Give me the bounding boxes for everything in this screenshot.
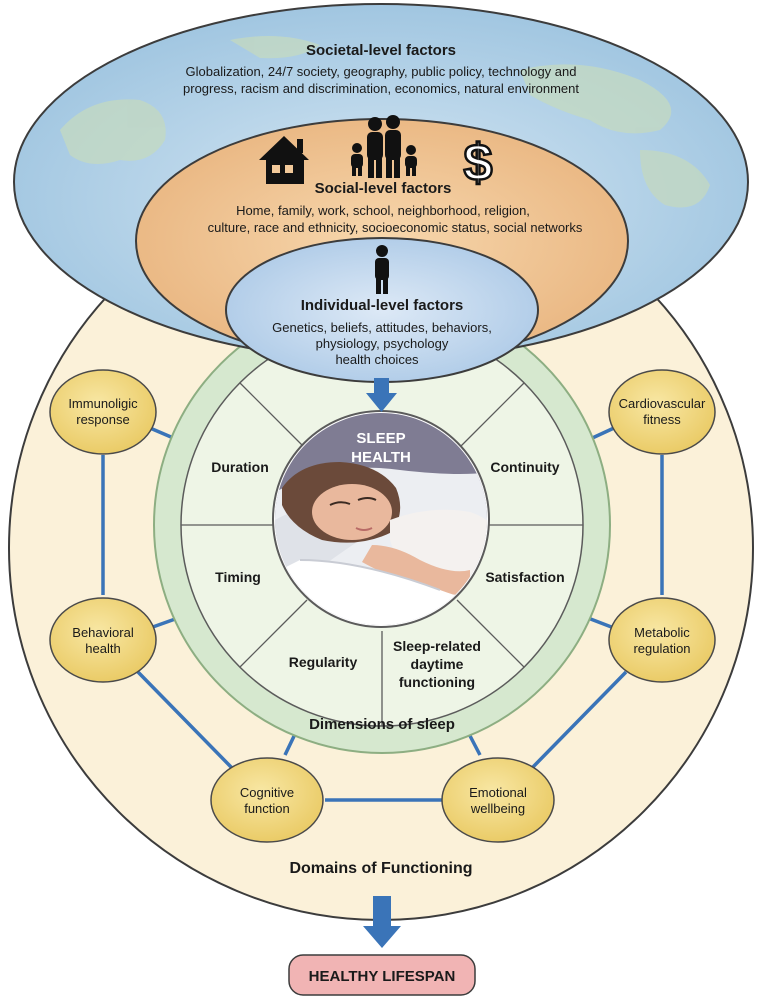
dimensions-title: Dimensions of sleep [309,716,455,733]
arrow-to-outcome [363,896,401,948]
sleep-health-line1: SLEEP [356,430,405,447]
outcome-box [288,954,476,996]
connector-metabolic-emotional [530,670,628,770]
dimension-continuity: Continuity [490,459,559,475]
node-metabolic-line2: regulation [633,641,690,656]
sleep-health-portrait [272,410,490,628]
node-behavioral-line2: health [85,641,120,656]
node-cognitive [210,757,324,843]
dollar-icon: $ [462,133,494,194]
social-title: Social-level factors [315,180,452,197]
node-metabolic [608,597,716,683]
node-behavioral [49,597,157,683]
node-emotional-line1: Emotional [469,785,527,800]
connector-metabolic-dimensions [587,616,615,630]
node-emotional-line2: wellbeing [470,801,525,816]
individual-line2: physiology, psychology [316,336,449,351]
house-icon [259,136,309,184]
sleep-health-line2: HEALTH [351,449,411,466]
dimension-satisfaction: Satisfaction [485,569,564,585]
svg-text:$: $ [464,134,493,192]
node-immunologic-line2: response [76,412,129,427]
societal-line2: progress, racism and discrimination, eco… [183,81,579,96]
domain-nodes [49,369,716,843]
family-icon [351,115,417,178]
person-icon [375,245,389,294]
individual-title: Individual-level factors [301,297,464,314]
connector-behavioral-cognitive [136,670,234,770]
dimension-daytime-line2: daytime [411,656,464,672]
dimension-regularity: Regularity [289,654,358,670]
node-cardio-line2: fitness [643,412,681,427]
dimension-timing: Timing [215,569,261,585]
node-cognitive-line1: Cognitive [240,785,294,800]
outcome-label: HEALTHY LIFESPAN [309,968,456,985]
globe-landmasses [60,36,710,208]
dimension-daytime-line1: Sleep-related [393,638,481,654]
societal-line1: Globalization, 24/7 society, geography, … [186,64,577,79]
individual-line1: Genetics, beliefs, attitudes, behaviors, [272,320,492,335]
node-cardiovascular [608,369,716,455]
node-cardio-line1: Cardiovascular [619,396,706,411]
dimension-dividers [181,382,583,726]
societal-title: Societal-level factors [306,42,456,59]
node-immunologic [49,369,157,455]
connector-behavioral-dimensions [149,616,179,630]
dimension-duration: Duration [211,459,269,475]
node-emotional [441,757,555,843]
individual-line3: health choices [335,352,419,367]
node-immunologic-line1: Immunoligic [68,396,138,411]
arrow-to-sleep-health [366,378,397,412]
node-cognitive-line2: function [244,801,290,816]
social-line2: culture, race and ethnicity, socioeconom… [208,220,583,235]
node-behavioral-line1: Behavioral [72,625,134,640]
domains-title: Domains of Functioning [289,860,472,877]
dimension-daytime-line3: functioning [399,674,475,690]
node-metabolic-line1: Metabolic [634,625,690,640]
social-line1: Home, family, work, school, neighborhood… [236,203,530,218]
